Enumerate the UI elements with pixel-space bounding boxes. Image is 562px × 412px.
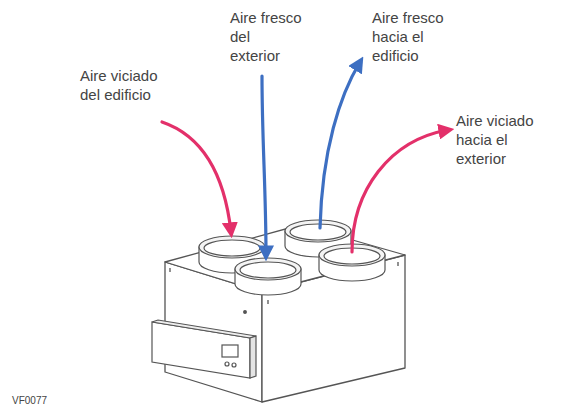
flow-label: Aire fresco hacia el edificio <box>372 8 464 65</box>
figure-code: VF0077 <box>12 394 92 407</box>
unit-housing <box>165 225 405 402</box>
airflow-arrows <box>162 62 448 255</box>
control-box <box>152 320 256 378</box>
duct-ports <box>199 220 385 295</box>
flow-label: Aire viciado del edificio <box>80 66 158 104</box>
flow-label: Aire fresco del exterior <box>230 8 302 65</box>
flow-label: Aire viciado hacia el exterior <box>456 111 558 168</box>
duct-collar <box>235 258 301 295</box>
